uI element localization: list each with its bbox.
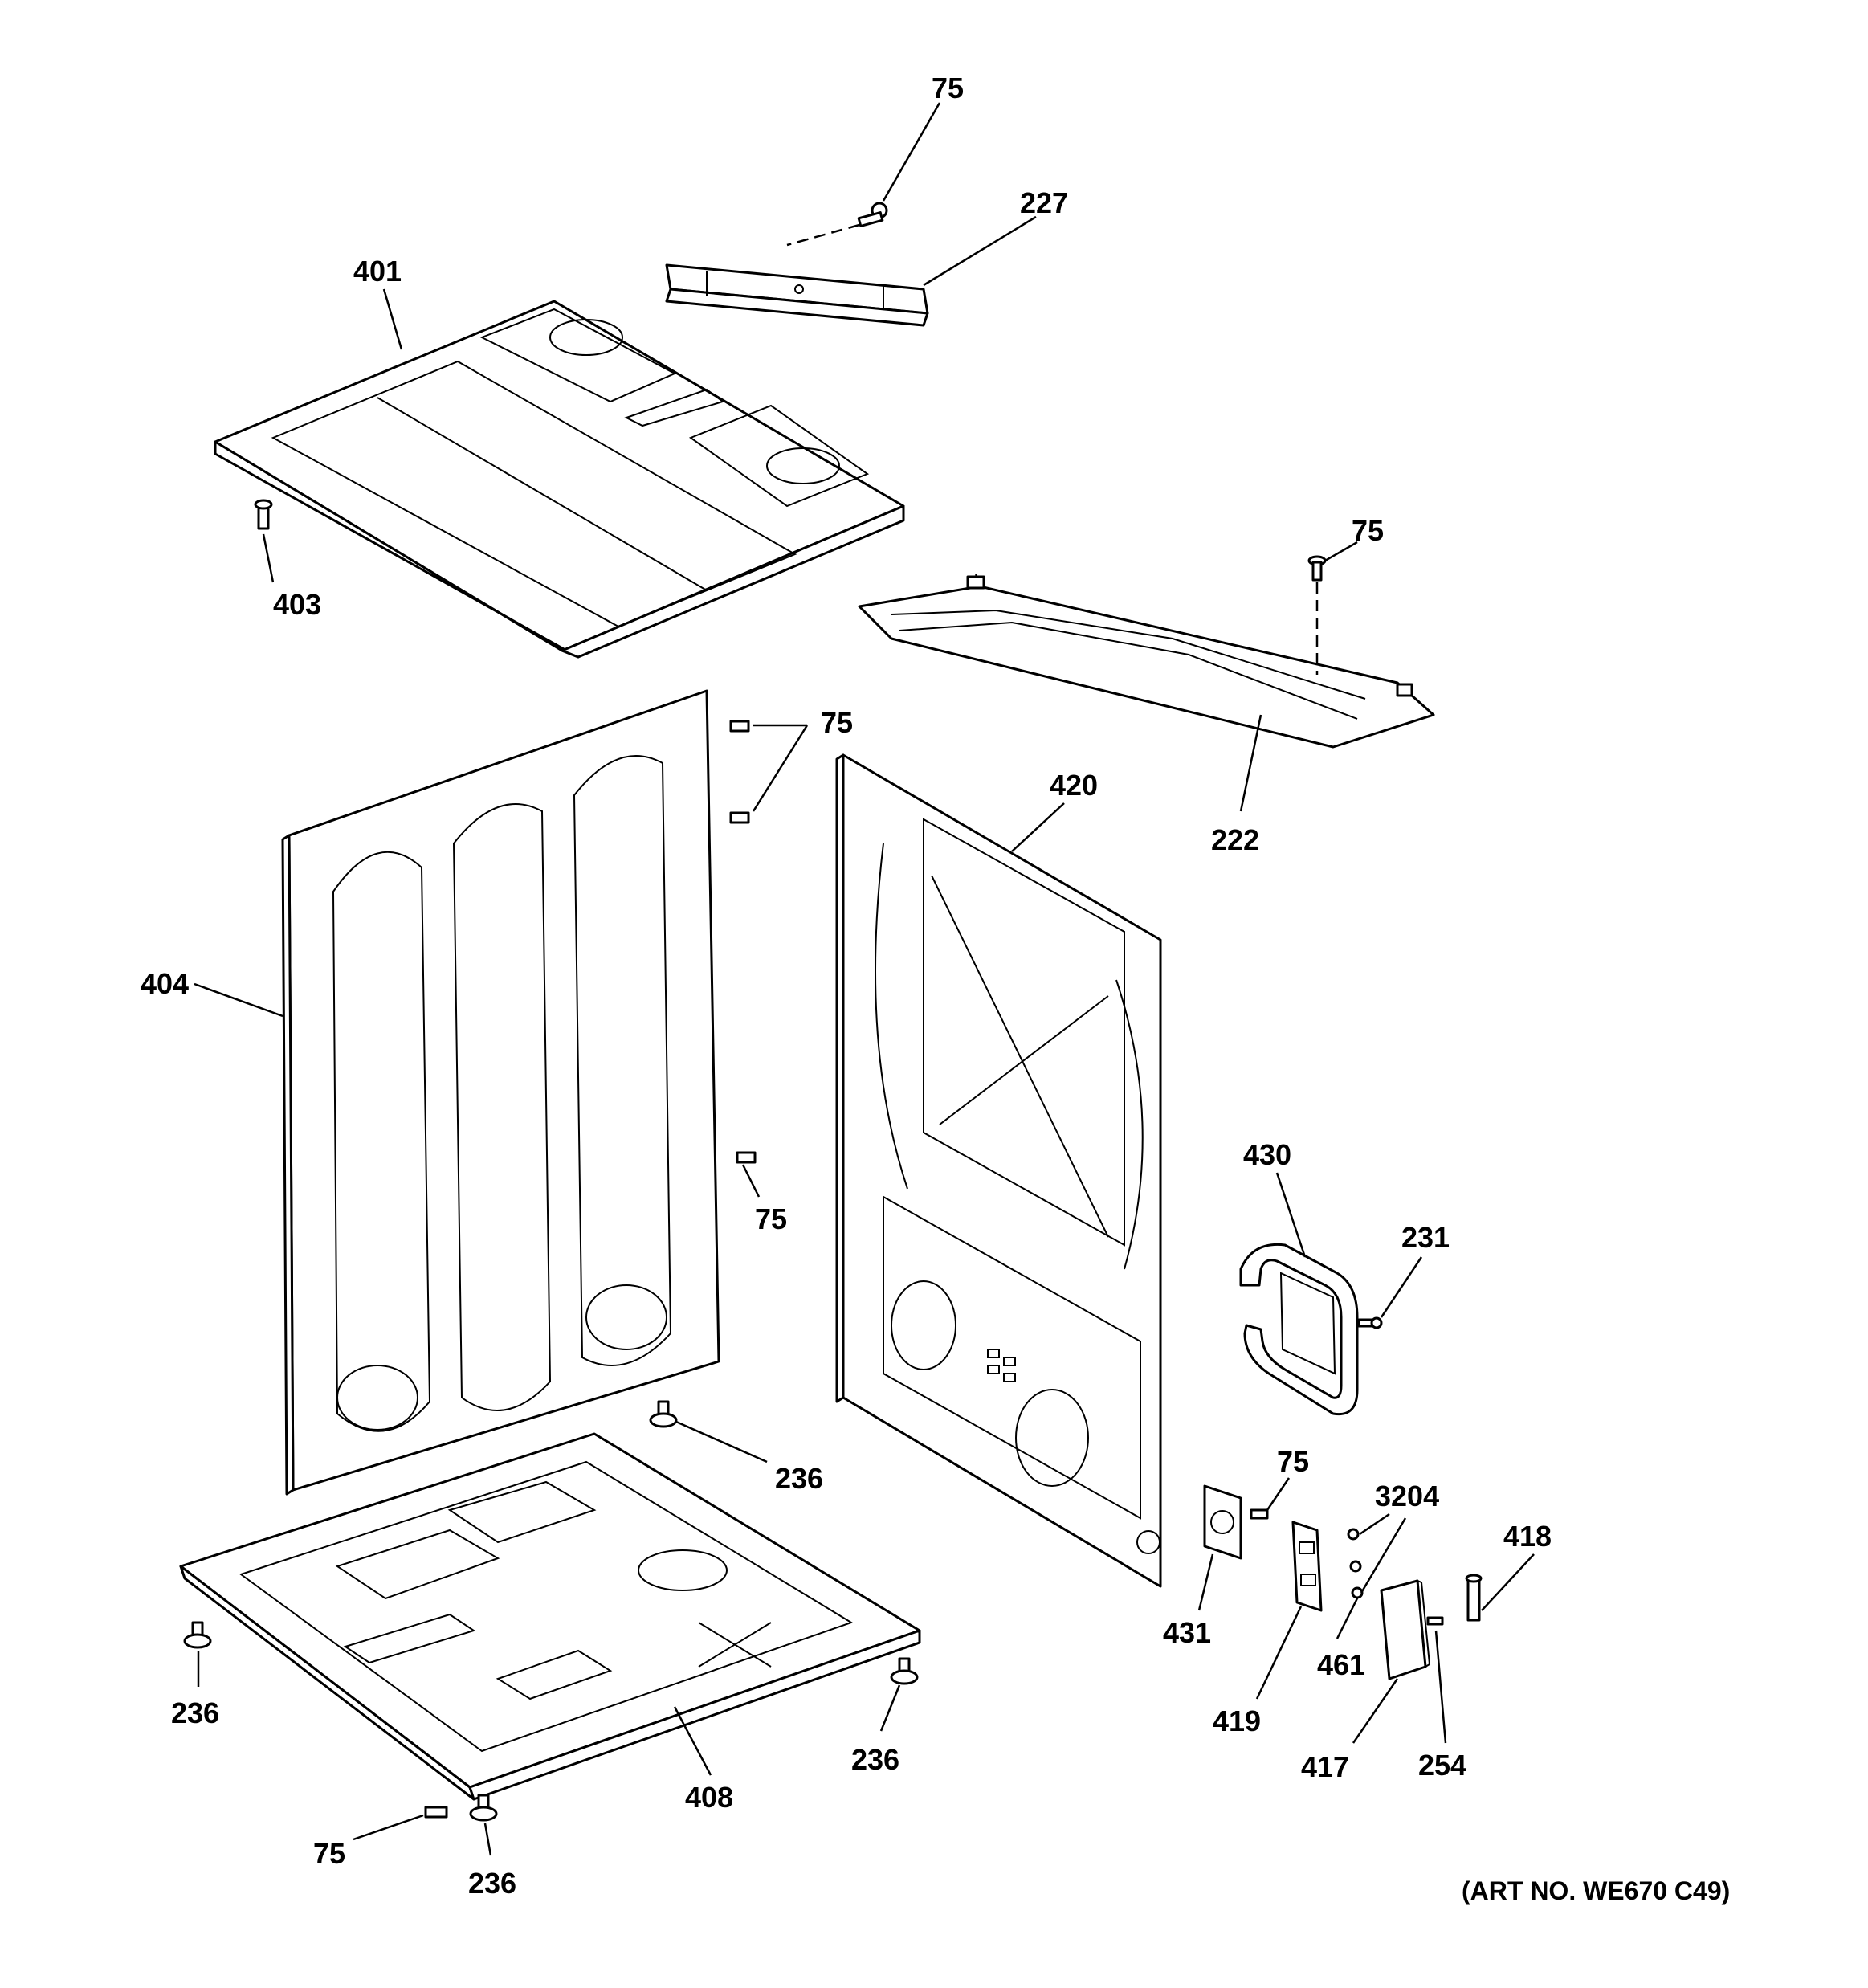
- screw-75-brace: [1307, 555, 1327, 675]
- callout-254: 254: [1418, 1749, 1466, 1782]
- callout-75-top: 75: [932, 71, 964, 104]
- callout-408: 408: [685, 1781, 733, 1814]
- foot-236-a: [649, 1400, 678, 1428]
- callout-75-side: 75: [755, 1202, 787, 1235]
- foot-236-c: [890, 1657, 919, 1685]
- screws-75-side-panel: [729, 720, 757, 1164]
- callout-3204: 3204: [1375, 1480, 1439, 1512]
- callout-403: 403: [273, 588, 321, 621]
- screw-403: [254, 499, 273, 530]
- callout-75-base: 75: [313, 1837, 345, 1870]
- callout-419: 419: [1213, 1704, 1261, 1737]
- art-number: (ART NO. WE670 C49): [1462, 1876, 1730, 1905]
- part-419-terminal: [1291, 1521, 1323, 1612]
- callout-431: 431: [1163, 1616, 1211, 1649]
- screw-75-top: [786, 202, 888, 247]
- callout-236-c: 236: [851, 1743, 899, 1776]
- callout-461: 461: [1317, 1648, 1365, 1681]
- callout-236-d: 236: [468, 1867, 516, 1900]
- callout-75-431: 75: [1277, 1445, 1309, 1478]
- callout-430: 430: [1243, 1138, 1291, 1171]
- foot-236-d: [469, 1794, 498, 1822]
- part-401-top-panel: [214, 300, 905, 659]
- callout-75-brace: 75: [1352, 514, 1384, 547]
- callout-236-b: 236: [171, 1696, 219, 1729]
- callout-236-a: 236: [775, 1462, 823, 1495]
- leader-lines: [194, 102, 1535, 1856]
- feet-236: [183, 1400, 919, 1822]
- part-430-duct: [1239, 1243, 1359, 1416]
- callout-222: 222: [1211, 823, 1259, 856]
- callout-231: 231: [1401, 1221, 1450, 1254]
- callout-labels: 75 227 401 403 75 222 75 420 404 75 430 …: [141, 71, 1552, 1900]
- screw-231: [1357, 1316, 1383, 1329]
- callout-418: 418: [1503, 1520, 1552, 1553]
- part-418-plug: [1465, 1574, 1483, 1622]
- callout-420: 420: [1050, 769, 1098, 802]
- part-222-brace: [858, 574, 1435, 749]
- callout-227: 227: [1020, 186, 1068, 219]
- callout-75-pair: 75: [821, 706, 853, 739]
- screws-3204: [1347, 1528, 1364, 1599]
- screw-75-base: [424, 1806, 448, 1819]
- part-227-bracket: [665, 263, 929, 327]
- part-420-rear-panel: [835, 753, 1162, 1588]
- part-417-cover: [1380, 1579, 1431, 1680]
- screw-254: [1426, 1616, 1444, 1626]
- callout-404: 404: [141, 967, 189, 1000]
- part-431-plate: [1203, 1484, 1269, 1560]
- part-404-side-panel: [281, 689, 720, 1496]
- callout-417: 417: [1301, 1750, 1349, 1783]
- callout-401: 401: [353, 255, 402, 288]
- part-408-base: [179, 1432, 921, 1801]
- foot-236-b: [183, 1621, 212, 1649]
